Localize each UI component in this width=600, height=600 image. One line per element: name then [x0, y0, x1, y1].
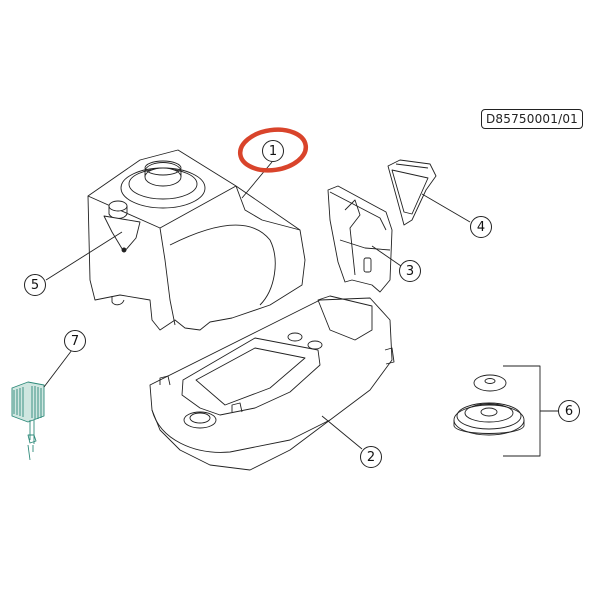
part-2-base-housing[interactable] [149, 295, 395, 471]
callout-5[interactable]: 5 [24, 274, 46, 296]
document-code-label: D85750001/01 [481, 109, 583, 129]
callout-2[interactable]: 2 [360, 446, 382, 468]
callout-6[interactable]: 6 [558, 400, 580, 422]
callout-3[interactable]: 3 [399, 260, 421, 282]
leader-5 [45, 231, 123, 281]
callout-4[interactable]: 4 [470, 216, 492, 238]
leader-3 [371, 245, 402, 267]
part-4-triangular-cap[interactable] [387, 159, 437, 226]
callout-7[interactable]: 7 [64, 330, 86, 352]
callout-1[interactable]: 1 [262, 140, 284, 162]
leader-1 [241, 161, 273, 199]
leader-7 [43, 349, 73, 388]
part-3-handle-bracket[interactable] [327, 185, 393, 293]
part-1-tank-housing[interactable] [87, 149, 306, 331]
leader-4 [421, 193, 471, 223]
leader-2 [321, 415, 363, 450]
part-7-heat-sink[interactable] [11, 381, 45, 461]
part-5-float-valve[interactable] [103, 200, 141, 253]
highlight-circle [237, 127, 309, 173]
part-6-filter-discs[interactable] [453, 365, 560, 457]
